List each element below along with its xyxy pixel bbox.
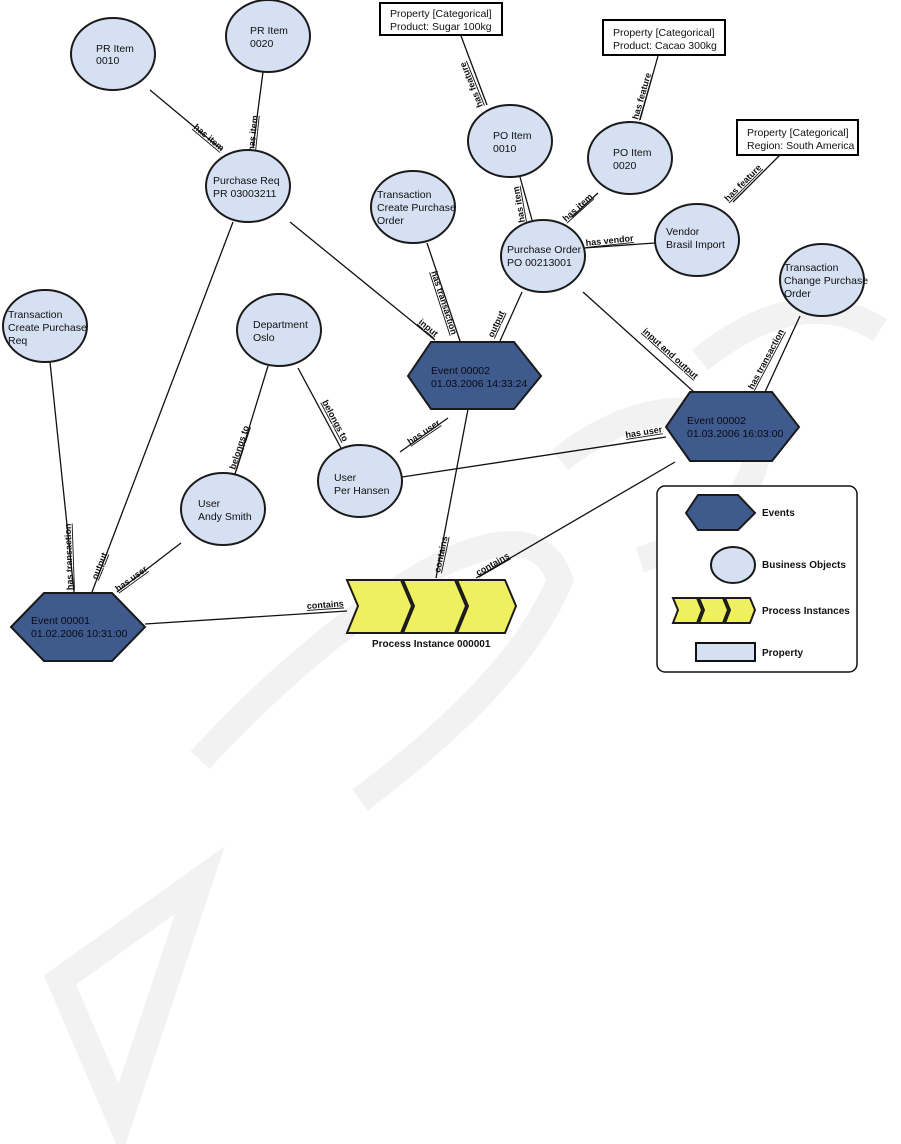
svg-text:Event 00001: Event 00001 [31, 615, 90, 627]
svg-text:PR 03003211: PR 03003211 [213, 188, 277, 200]
svg-text:Brasil Import: Brasil Import [666, 239, 725, 251]
property-cacao[interactable]: Property [Categorical] Product: Cacao 30… [602, 19, 726, 56]
svg-text:Transaction: Transaction [377, 189, 432, 201]
legend-item-process-instances: Process Instances [671, 597, 850, 624]
svg-text:01.03.2006 14:33:24: 01.03.2006 14:33:24 [431, 378, 528, 390]
edge-label: has transaction [63, 523, 75, 590]
svg-text:Create Purchase: Create Purchase [8, 322, 87, 334]
svg-text:Purchase Req: Purchase Req [213, 175, 280, 187]
legend: Events Business Objects Process Instance… [656, 485, 858, 673]
svg-text:Event 00002: Event 00002 [431, 365, 490, 377]
svg-text:User: User [198, 498, 221, 510]
edge-label: has feature [630, 72, 653, 121]
svg-text:Oslo: Oslo [253, 332, 275, 344]
legend-item-events: Events [684, 494, 795, 531]
svg-text:User: User [334, 472, 357, 484]
svg-text:Vendor: Vendor [666, 226, 700, 238]
svg-text:Req: Req [8, 335, 27, 347]
svg-text:Product: Sugar 100kg: Product: Sugar 100kg [390, 21, 492, 33]
svg-text:Purchase Order: Purchase Order [507, 244, 582, 256]
legend-item-business-objects: Business Objects [710, 546, 846, 584]
svg-text:Department: Department [253, 319, 308, 331]
svg-text:PO Item: PO Item [493, 130, 532, 142]
edge-label: has user [113, 563, 149, 593]
svg-text:0020: 0020 [613, 160, 637, 172]
svg-text:Product: Cacao 300kg: Product: Cacao 300kg [613, 40, 717, 52]
edges [49, 11, 801, 625]
svg-text:Order: Order [784, 288, 811, 300]
svg-text:Andy Smith: Andy Smith [198, 511, 252, 523]
legend-item-property: Property [695, 642, 804, 662]
svg-text:Order: Order [377, 215, 404, 227]
property-region[interactable]: Property [Categorical] Region: South Ame… [736, 119, 859, 156]
edge-label: has item [192, 122, 226, 153]
svg-text:Property [Categorical]: Property [Categorical] [747, 127, 849, 139]
edge-label: has feature [722, 162, 763, 203]
svg-text:Create Purchase: Create Purchase [377, 202, 456, 214]
edge-label: output [90, 551, 110, 581]
svg-text:01.03.2006 16:03:00: 01.03.2006 16:03:00 [687, 428, 784, 440]
edge-label: belongs to [227, 424, 251, 471]
svg-text:0020: 0020 [250, 38, 274, 50]
svg-text:Per Hansen: Per Hansen [334, 485, 390, 497]
svg-text:Transaction: Transaction [784, 262, 839, 274]
svg-text:Property: Property [762, 648, 804, 659]
svg-text:Change Purchase: Change Purchase [784, 275, 868, 287]
property-sugar[interactable]: Property [Categorical] Product: Sugar 10… [379, 2, 503, 36]
svg-text:PR Item: PR Item [96, 43, 134, 55]
svg-text:PO 00213001: PO 00213001 [507, 257, 572, 269]
process-instance-000001[interactable]: Process Instance 000001 [345, 579, 518, 650]
svg-text:PR Item: PR Item [250, 25, 288, 37]
svg-text:01.02.2006 10:31:00: 01.02.2006 10:31:00 [31, 628, 128, 640]
edge-label: has item [561, 192, 595, 224]
svg-text:Property [Categorical]: Property [Categorical] [613, 27, 715, 39]
svg-text:Business Objects: Business Objects [762, 560, 846, 571]
svg-text:0010: 0010 [493, 143, 517, 155]
svg-text:Event 00002: Event 00002 [687, 415, 746, 427]
svg-text:Transaction: Transaction [8, 309, 63, 321]
edge-label: contains [306, 598, 344, 611]
edge-label: input and output [641, 326, 700, 381]
svg-text:Process Instance 000001: Process Instance 000001 [372, 639, 491, 650]
svg-text:Region: South America: Region: South America [747, 140, 855, 152]
svg-text:PO Item: PO Item [613, 147, 652, 159]
edge-label: has item [246, 115, 260, 152]
svg-text:Process Instances: Process Instances [762, 606, 850, 617]
svg-text:Events: Events [762, 508, 795, 519]
svg-text:0010: 0010 [96, 55, 120, 67]
svg-text:Property [Categorical]: Property [Categorical] [390, 8, 492, 20]
edge-label: has user [406, 417, 443, 446]
edge-label: has feature [458, 61, 485, 109]
